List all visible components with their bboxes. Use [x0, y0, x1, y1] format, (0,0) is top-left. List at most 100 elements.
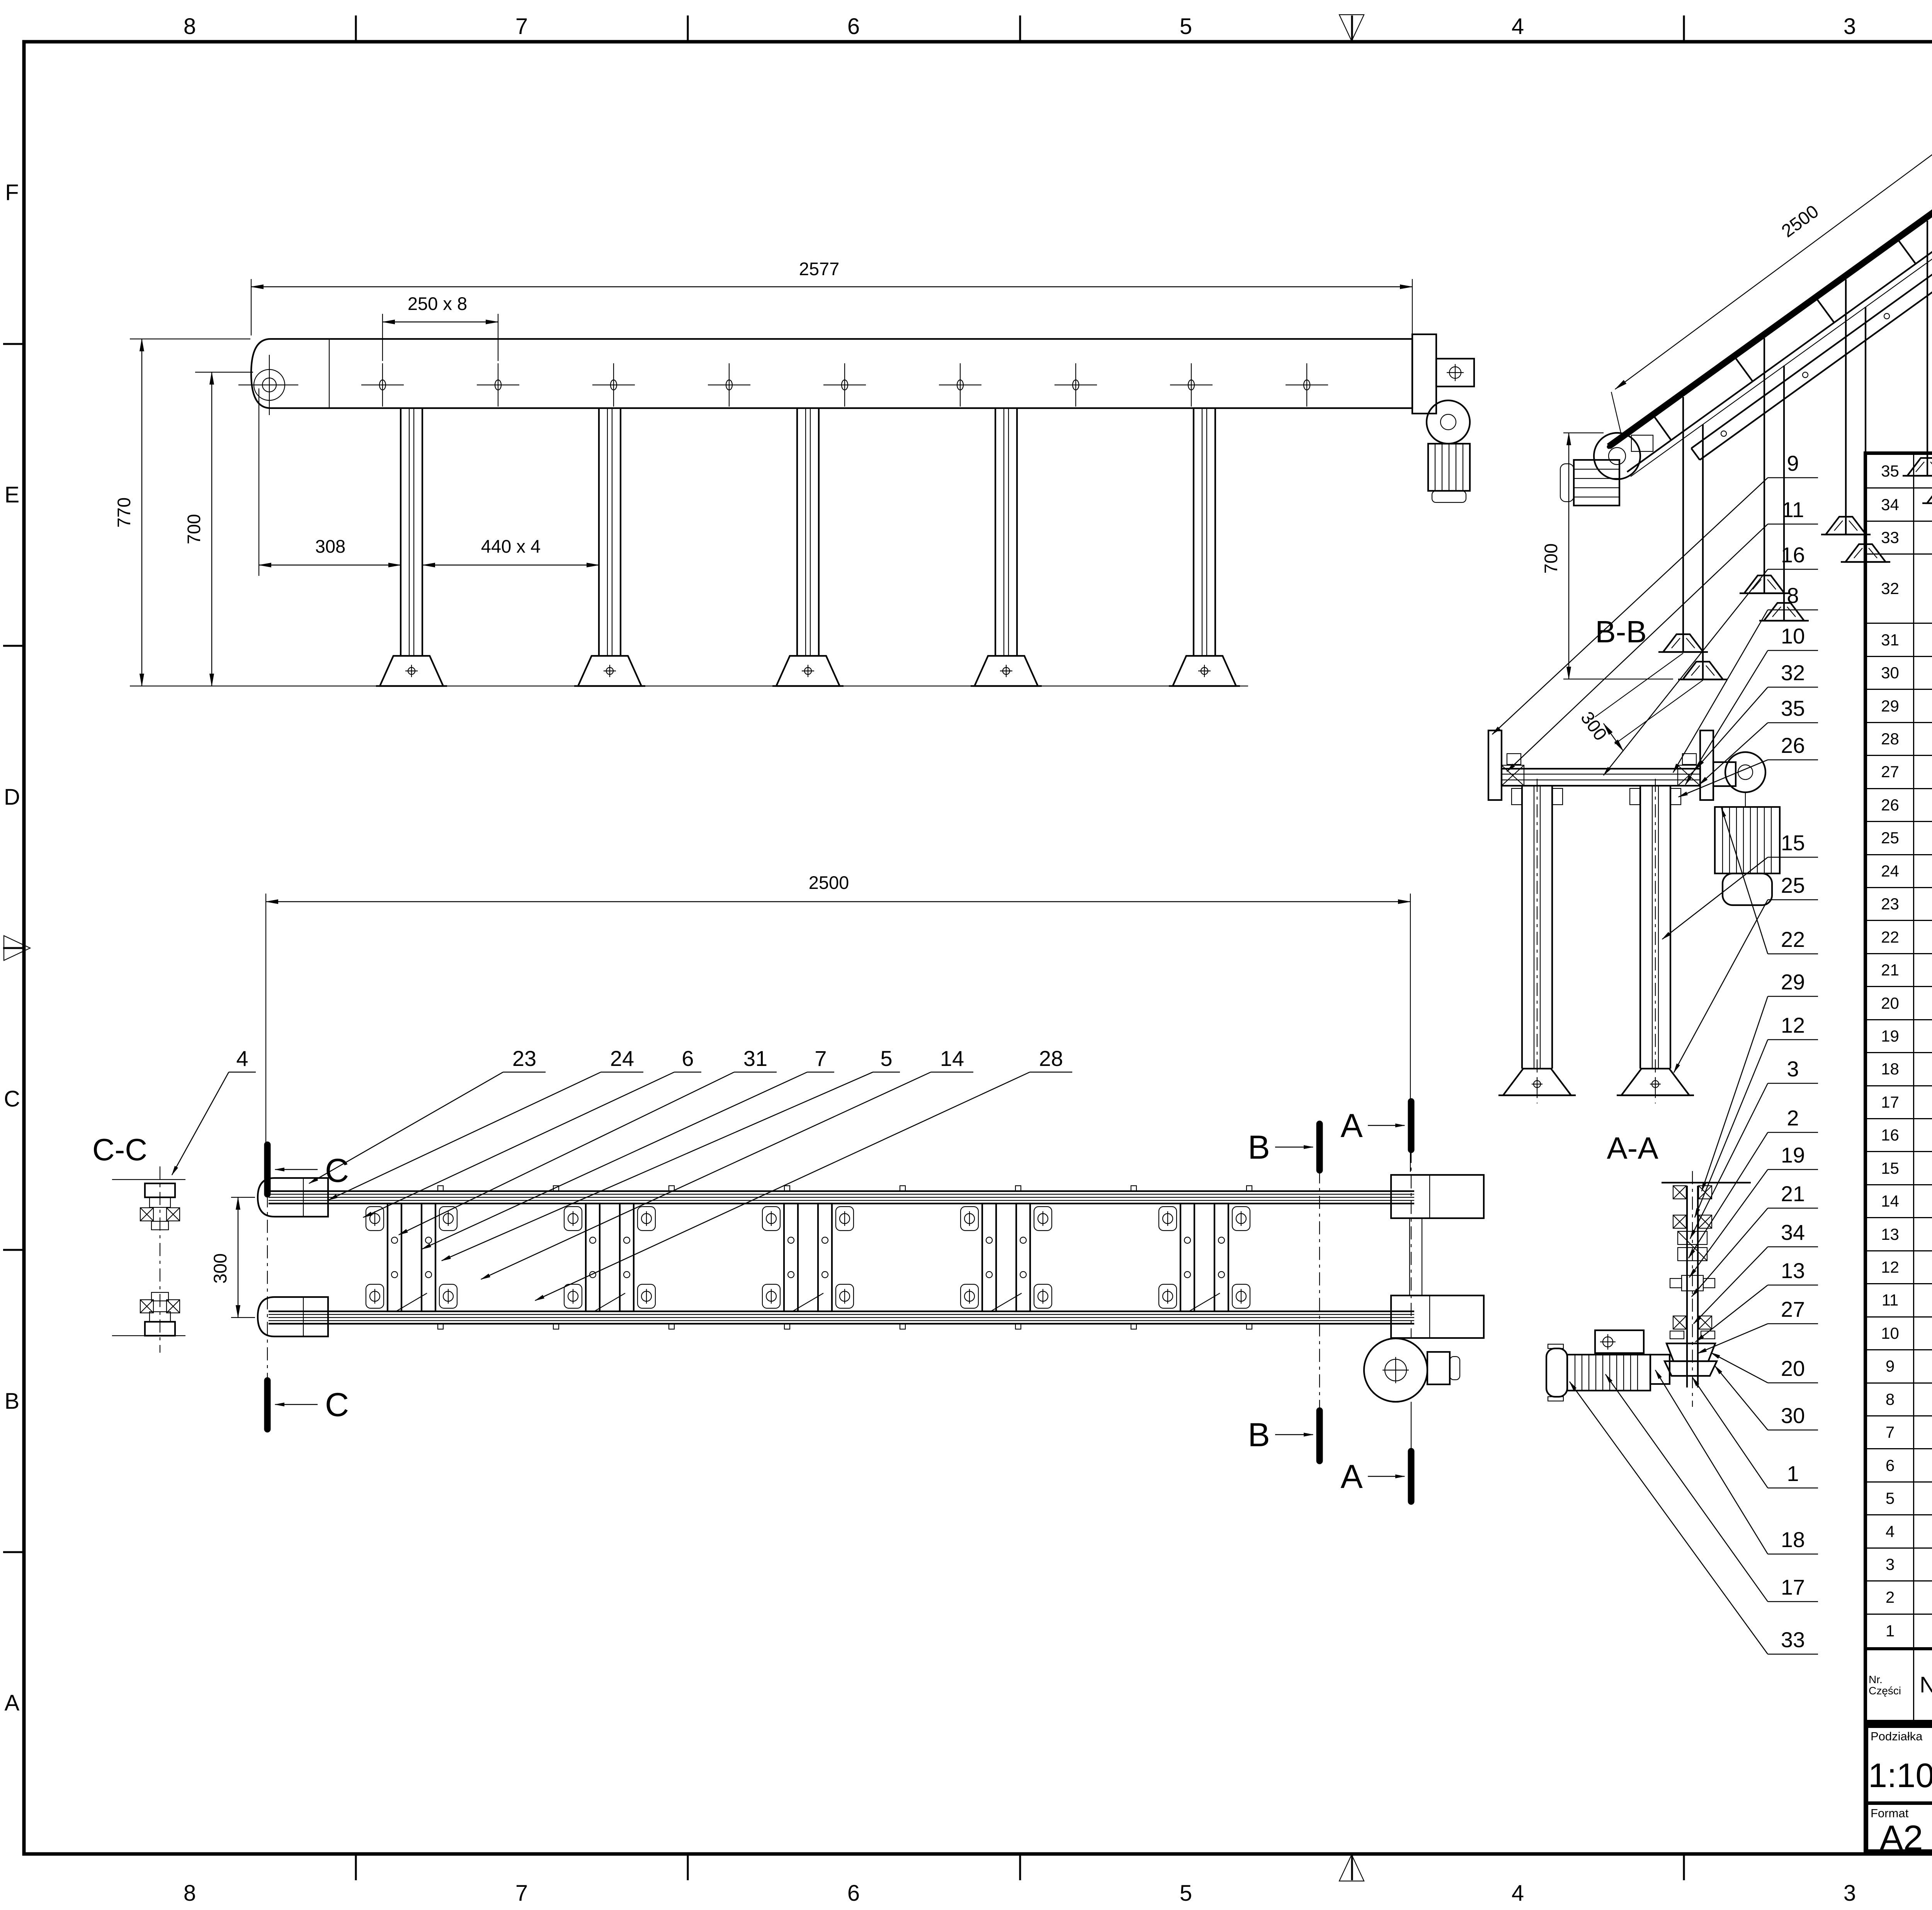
bom-part-name: Wałek środkowy: [1913, 1580, 1932, 1615]
bom-part-name: Śruba z łbem gniazdowym 0,25” - 20 x 0,5…: [1913, 487, 1932, 522]
bom-part-name: Zaślepka profilu 45x45: [1913, 887, 1932, 921]
bom-part-number: 31: [1865, 623, 1914, 657]
bom-header-row: Nr. Części Nazwa części Ilość sztuk Mate…: [1865, 1647, 1932, 1723]
section-bb-label: B-B: [1595, 615, 1646, 649]
sheet-frame: [3, 14, 1932, 1882]
format-label: Format: [1871, 1806, 1909, 1820]
section-aa-label: A-A: [1607, 1131, 1658, 1165]
dim-iso-length: 2500: [1777, 201, 1822, 241]
bom-row: 35 Nakrętka ze sprżyną M8 ALUTEC_210800 …: [1865, 452, 1932, 489]
bom-part-name: Łańcuch rolkowy 3 rzędowy 06B-3(3/8) CH-…: [1913, 1283, 1932, 1318]
bom-part-name: Silnik-BN71B2: [1913, 1085, 1932, 1120]
callout: 18: [1781, 1527, 1805, 1552]
plan-section-markers: C C B B A A: [264, 1098, 1415, 1505]
zone-left: C: [4, 1086, 20, 1112]
front-motor: [1411, 333, 1475, 503]
bom-part-number: 24: [1865, 854, 1914, 888]
callout: 35: [1781, 696, 1805, 720]
dim-plan-length: 2500: [809, 872, 849, 893]
bom-part-number: 25: [1865, 821, 1914, 855]
bb-motor: [1712, 751, 1781, 906]
bom-part-name: Łożysko kulkowe jednorzędowe 6202ddu: [1913, 655, 1932, 690]
bom-row: 19 Sprzęgło - GE-T19-24-SG 2 Alutec 9545…: [1865, 1019, 1932, 1054]
bom-row: 21 Głowica końcowa z łożyskiem - otwór p…: [1865, 953, 1932, 987]
bom-row: 8 Ściana boczna 1 1 304: [1865, 1382, 1932, 1416]
bom-part-name: Tuleja Taper Bush 1008: [1913, 755, 1932, 789]
callout-ladder: 9 11 16 8 10 32 35 26 15 25 22 29 12 3 2…: [1492, 451, 1818, 1655]
plan-view: C C B B A A 2500 300: [171, 872, 1485, 1505]
format-cell: Format A2: [1867, 1803, 1932, 1858]
bom-part-number: 22: [1865, 920, 1914, 954]
plan-dimensions: 2500 300: [210, 872, 1411, 1318]
bom-row: 30 Łożysko kulkowe jednorzędowe 6202ddu …: [1865, 655, 1932, 690]
callout: 1: [1787, 1461, 1799, 1486]
bom-part-name: Głowica napędowa do silnika: [1913, 986, 1932, 1020]
callout: 34: [1781, 1220, 1805, 1244]
section-cc: C-C: [92, 1132, 185, 1353]
bom-row: 22 Głowica z łożyskiem 5 6061 Alutec 944…: [1865, 920, 1932, 954]
bom-row: 11 Łańcuch rolkowy 3 rzędowy 06B-3(3/8) …: [1865, 1283, 1932, 1318]
bom-row: 13 Koło łańcuchowe TL 06B-3 (3/8) z25 TL…: [1865, 1217, 1932, 1251]
zone-left: F: [5, 180, 19, 205]
front-view: 2577 250 x 8 770 700 308 440 x 4: [114, 259, 1475, 687]
scale-cell: Podziałka 1:10: [1867, 1727, 1932, 1803]
bom-header-no: Nr. Części: [1865, 1647, 1914, 1723]
zone-left: A: [5, 1690, 20, 1716]
bom-part-name: Koło łańcuchowe 06B-3 (3/8) z25: [1913, 1250, 1932, 1285]
callout: 33: [1781, 1627, 1805, 1652]
callout: 31: [743, 1046, 767, 1071]
scale-label: Podziałka: [1871, 1730, 1923, 1743]
zone-left: B: [5, 1389, 20, 1414]
callout: 13: [1781, 1258, 1805, 1283]
zone-left: D: [4, 785, 20, 810]
bom-row: 25 Oprawa mocująca ALU do profilu 45x45 …: [1865, 821, 1932, 855]
bom-table: 35 Nakrętka ze sprżyną M8 ALUTEC_210800 …: [1864, 451, 1932, 1723]
bom-part-name: Głowica z łożyskiem: [1913, 920, 1932, 954]
centering-mark-left: [3, 935, 31, 961]
callout: 10: [1781, 624, 1805, 648]
section-marker-a-top: A: [1340, 1107, 1363, 1144]
callout: 28: [1039, 1046, 1063, 1071]
bom-row: 5 Śruba rozporowa M12x1 1 45 0,142 kg: [1865, 1481, 1932, 1516]
callout: 25: [1781, 873, 1805, 897]
bom-part-number: 19: [1865, 1019, 1914, 1054]
bom-part-name: Profil 45x45x235: [1913, 1118, 1932, 1152]
dim-front-leg-pitch: 440 x 4: [481, 536, 541, 557]
bom-row: 32 Śruba z łbem gniazdowym M8 x 20 159 3…: [1865, 553, 1932, 624]
bom-row: 10 Ślizg łańcucha 800mm 6 PA 6 1.01 0,29…: [1865, 1316, 1932, 1351]
bom-part-name: Kątownik usztywniający 18x40: [1913, 788, 1932, 822]
bom-part-name: Śruba z łbem gniazdowym 4027-m5x12-45h: [1913, 520, 1932, 555]
bom-part-number: 35: [1865, 452, 1914, 489]
section-bb: B-B: [1487, 615, 1781, 1103]
format-value: A2: [1879, 1818, 1923, 1858]
bom-part-number: 6: [1865, 1448, 1914, 1483]
bom-part-number: 3: [1865, 1547, 1914, 1582]
bom-row: 1 Wałek wejściowy 1 65 0,283 kg: [1865, 1613, 1932, 1650]
bom-part-name: Zaślepka - odbojnik: [1913, 854, 1932, 888]
dim-iso-width: 300: [1577, 708, 1611, 744]
callout: 12: [1781, 1013, 1805, 1037]
callout: 24: [610, 1046, 634, 1071]
callout: 3: [1787, 1057, 1799, 1081]
dim-iso-height: 700: [1541, 543, 1561, 574]
zone-bottom: 6: [847, 1881, 860, 1906]
callout: 5: [880, 1046, 892, 1071]
bom-part-name: Profil 45x45x640: [1913, 1151, 1932, 1185]
bom-row: 27 Tuleja Taper Bush 1008 1 GJL200 0,082…: [1865, 755, 1932, 789]
callout: 17: [1781, 1575, 1805, 1599]
front-dimensions: 2577 250 x 8 770 700 308 440 x 4: [114, 259, 1413, 687]
bom-part-number: 10: [1865, 1316, 1914, 1351]
bom-row: 33 Śruba z łbem gniazdowym 4027-m5x12-45…: [1865, 520, 1932, 555]
bom-row: 14 Profil 45x45x2400 2 AlMgSi 0,5 F25 Al…: [1865, 1184, 1932, 1219]
bom-part-number: 9: [1865, 1349, 1914, 1384]
bom-row: 15 Profil 45x45x640 10 AlMgSi 0,5 F25 Al…: [1865, 1151, 1932, 1185]
callout: 20: [1781, 1356, 1805, 1381]
iso-motor: [1560, 432, 1654, 507]
bom-row: 26 Kątownik usztywniający 18x40 32 AlMgS…: [1865, 788, 1932, 822]
zone-top: 4: [1512, 14, 1524, 39]
zone-bottom: 5: [1180, 1881, 1192, 1906]
bom-part-name: Ściana boczna 2: [1913, 1349, 1932, 1384]
bom-part-name: Śruba rozporowa M12x1: [1913, 1481, 1932, 1516]
zone-bottom: 7: [515, 1881, 528, 1906]
